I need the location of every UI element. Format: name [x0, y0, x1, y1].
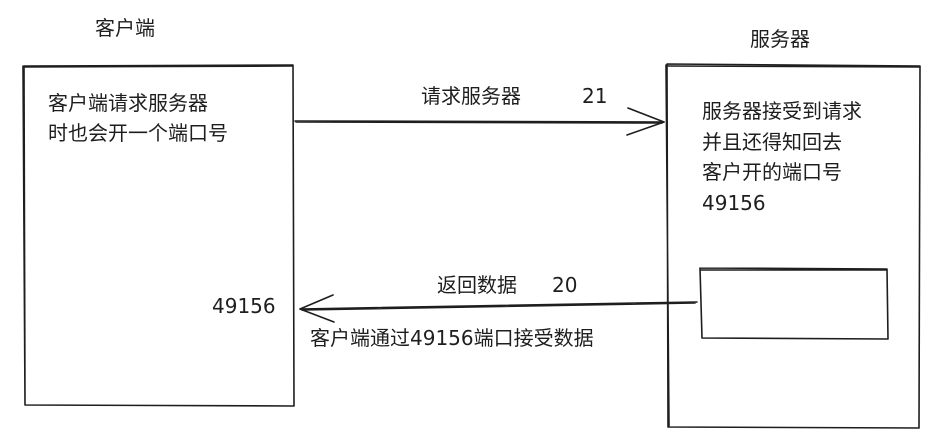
client-title: 客户端: [95, 16, 155, 40]
server-description-line: 服务器接受到请求: [702, 99, 862, 123]
server-description-line: 49156: [702, 190, 766, 215]
server-description-line: 并且还得知回去: [702, 129, 842, 154]
server-inner-box: [699, 267, 889, 340]
response-arrow-line: [299, 301, 698, 311]
server-title: 服务器: [750, 27, 810, 51]
client-box: [22, 64, 295, 407]
server-box: [665, 63, 921, 429]
response-port-label: 20: [552, 273, 578, 297]
server-description: 服务器接受到请求 并且还得知回去 客户开的端口号 49156: [702, 96, 862, 218]
response-arrow-head: [299, 294, 335, 323]
client-description: 客户端请求服务器 时也会开一个端口号: [48, 88, 228, 148]
request-arrow-line: [294, 120, 665, 124]
server-description-line: 客户开的端口号: [702, 160, 842, 184]
request-arrow-label: 请求服务器: [421, 84, 521, 108]
request-arrow-head: [626, 107, 665, 136]
request-port-label: 21: [582, 84, 608, 108]
client-description-line: 客户端请求服务器: [48, 91, 208, 115]
response-arrow-label: 返回数据: [437, 273, 517, 297]
response-note: 客户端通过49156端口接受数据: [310, 326, 594, 350]
client-description-line: 时也会开一个端口号: [48, 121, 228, 145]
client-port-label: 49156: [212, 294, 276, 318]
